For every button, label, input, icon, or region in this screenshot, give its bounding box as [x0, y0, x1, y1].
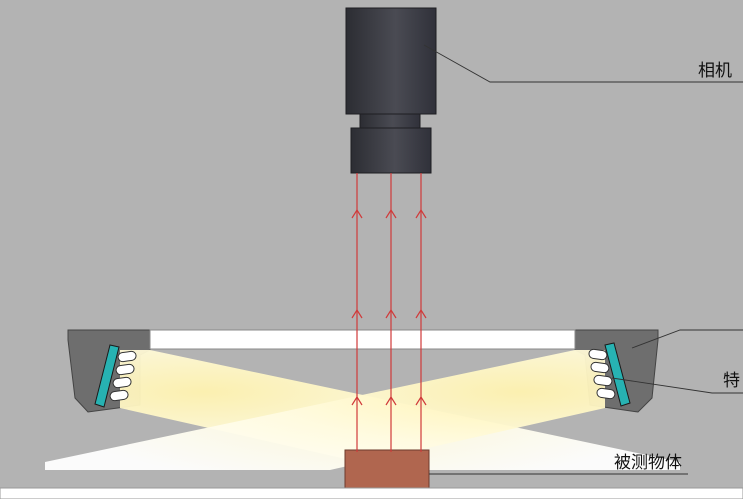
object-label: 被测物体 — [614, 453, 682, 473]
base-plate — [0, 487, 743, 499]
camera-label: 相机 — [698, 61, 732, 81]
right-light-beam — [45, 350, 605, 470]
camera-lens-neck — [359, 113, 421, 129]
test-object — [344, 449, 430, 491]
light-beams — [45, 350, 680, 470]
led-bulb-icon — [109, 350, 137, 402]
right-led-board — [604, 342, 631, 407]
camera-callout-line — [423, 44, 743, 83]
led-bulb-icon — [588, 348, 616, 400]
left-led-board — [94, 344, 120, 408]
light-callout-line — [631, 329, 743, 349]
camera-lens — [350, 127, 432, 174]
led-callout-line — [611, 377, 743, 394]
camera-icon — [345, 7, 437, 174]
left-led-assembly — [94, 344, 137, 408]
arrow-up-icon — [351, 208, 427, 406]
callout-lines — [423, 44, 743, 475]
camera-body — [345, 7, 437, 115]
optical-rays — [351, 173, 427, 452]
light-source-label: 特 — [723, 371, 740, 391]
ring-light-aperture — [149, 329, 576, 350]
right-led-assembly — [588, 342, 631, 407]
